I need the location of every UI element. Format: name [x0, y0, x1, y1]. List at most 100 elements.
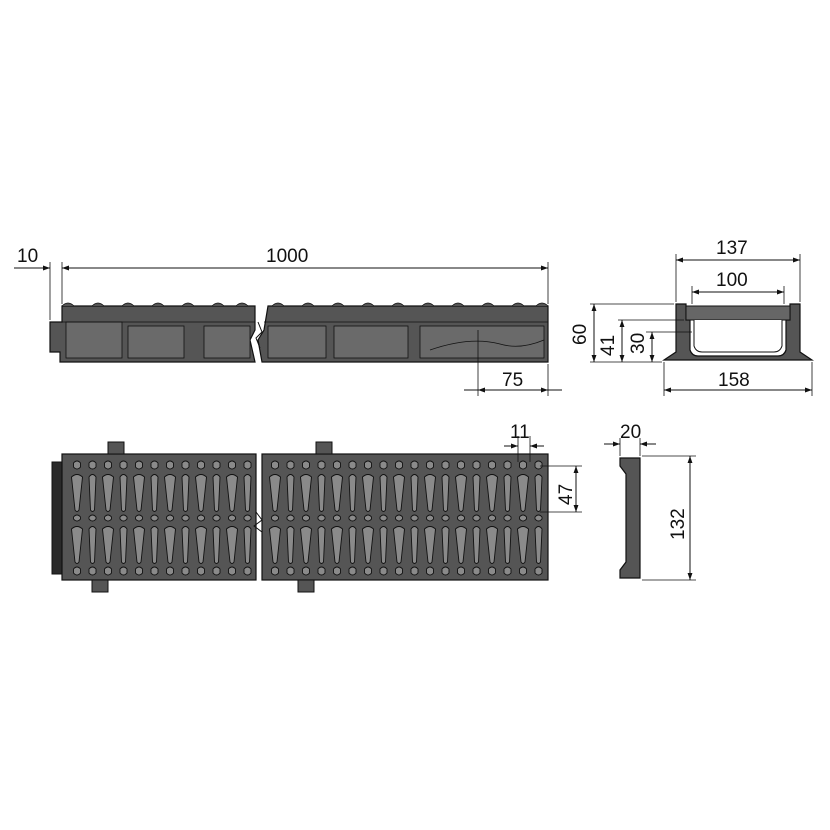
grate-slot — [393, 526, 405, 564]
grate-slot — [503, 460, 512, 470]
grate-slot — [426, 460, 434, 470]
grate-slot — [271, 514, 279, 522]
grate-slot — [457, 514, 465, 522]
grate-slot — [472, 566, 481, 576]
grate-slot — [135, 566, 143, 576]
grate-slot — [534, 514, 543, 522]
grate-slot — [150, 566, 159, 576]
grate-slot — [488, 566, 496, 576]
grate-slot — [228, 460, 236, 470]
grate-slot — [150, 460, 159, 470]
grate-slot — [457, 460, 465, 470]
cross-section-grate — [685, 305, 791, 321]
grate-slot — [317, 514, 326, 522]
grate-slot — [88, 474, 97, 512]
grate-slot — [286, 526, 295, 564]
dim-length-label: 1000 — [266, 246, 308, 267]
grate-slot — [102, 474, 114, 512]
grate-slot — [88, 526, 97, 564]
grate-slot — [379, 526, 388, 564]
channel-cross-section — [662, 303, 814, 361]
grate-slot — [212, 526, 221, 564]
grate-slot — [331, 526, 343, 564]
grate-slot — [534, 474, 543, 512]
grate-slot — [164, 526, 176, 564]
dim-grate-width: 132 — [642, 455, 696, 581]
dim-overall-height-label: 60 — [570, 324, 591, 345]
grate-slot — [181, 460, 190, 470]
dim-flange: 10 — [14, 246, 63, 320]
grate-slot — [333, 460, 341, 470]
grate-slot — [488, 460, 496, 470]
grate-slot — [286, 460, 295, 470]
grate-slot — [135, 460, 143, 470]
grate-slot — [166, 514, 174, 522]
grate-slot — [348, 566, 357, 576]
grate-slot — [472, 474, 481, 512]
grate-slot — [269, 526, 281, 564]
dim-inner-width: 100 — [691, 270, 785, 304]
grate-slot — [181, 514, 190, 522]
grate-slot — [348, 460, 357, 470]
grate-slot — [119, 526, 128, 564]
grate-slot — [197, 514, 205, 522]
grate-slot — [410, 566, 419, 576]
grate-slot — [364, 514, 372, 522]
grate-slot — [302, 566, 310, 576]
grate-slot — [197, 566, 205, 576]
grate-slot — [534, 566, 543, 576]
grate-slot — [166, 460, 174, 470]
grate-slot — [181, 474, 190, 512]
grate-slot — [181, 526, 190, 564]
dim-grate-thickness-label: 20 — [620, 422, 641, 443]
grate-slot — [410, 526, 419, 564]
grate-slot — [426, 514, 434, 522]
grate-slot — [286, 514, 295, 522]
grate-side-view — [619, 457, 641, 579]
grate-slot — [102, 526, 114, 564]
grate-slot — [243, 526, 252, 564]
grate-slot — [317, 460, 326, 470]
grate-slot — [300, 474, 312, 512]
grate-slot — [181, 566, 190, 576]
grate-slot — [486, 526, 498, 564]
grate-slot — [441, 526, 450, 564]
grate-slot — [364, 460, 372, 470]
grate-slot — [88, 566, 97, 576]
dim-top-width-label: 137 — [716, 238, 748, 259]
grate-slot — [534, 526, 543, 564]
grate-slot — [226, 474, 238, 512]
grate-slot — [302, 514, 310, 522]
grate-slot — [88, 514, 97, 522]
dim-slot-width: 11 — [504, 422, 544, 462]
grate-slot — [73, 566, 81, 576]
dim-heights: 60 41 30 — [570, 303, 692, 363]
grate-slot — [133, 526, 145, 564]
grate-slot — [348, 514, 357, 522]
dim-inner-height-label: 41 — [598, 335, 619, 356]
grate-slot — [119, 566, 128, 576]
grate-slot — [395, 514, 403, 522]
grate-slot — [379, 474, 388, 512]
grate-slot — [393, 474, 405, 512]
grate-slot — [317, 526, 326, 564]
grate-slot — [73, 514, 81, 522]
grate-slot — [395, 460, 403, 470]
grate-slot — [441, 460, 450, 470]
grate-slot — [271, 460, 279, 470]
grate-slot — [379, 514, 388, 522]
grate-slot — [133, 474, 145, 512]
grate-slot — [457, 566, 465, 576]
grate-slot — [71, 526, 83, 564]
grate-slot — [424, 474, 436, 512]
grate-slot — [88, 460, 97, 470]
grate-slot — [228, 566, 236, 576]
grate-slot — [410, 460, 419, 470]
dim-slot-length: 47 — [540, 465, 582, 513]
grate-slot — [317, 474, 326, 512]
grate-slot — [119, 514, 128, 522]
grate-slot — [317, 566, 326, 576]
grate-slot — [286, 474, 295, 512]
grate-slot — [441, 566, 450, 576]
grate-slot — [243, 514, 252, 522]
